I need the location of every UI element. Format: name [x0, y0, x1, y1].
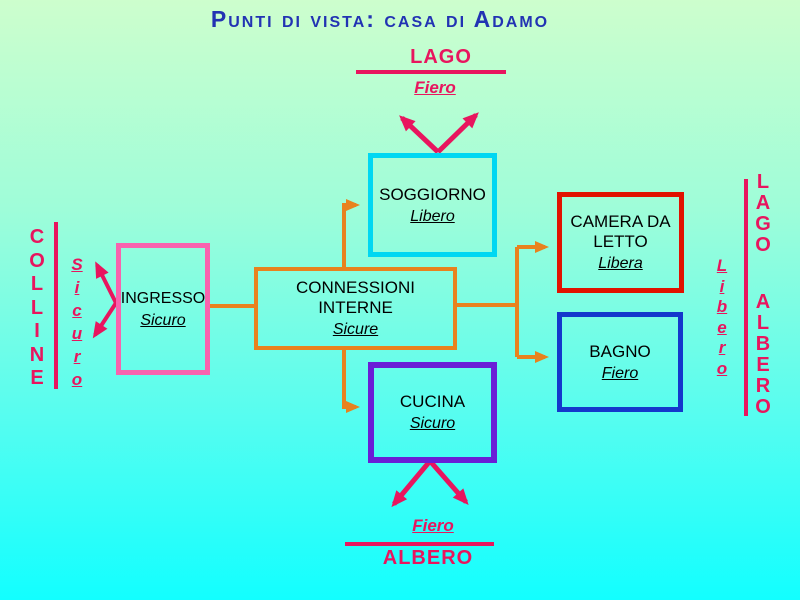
node-cucina-label: CUCINA — [399, 392, 466, 411]
node-ingresso-label: INGRESSO — [120, 289, 206, 307]
node-bagno: BAGNO Fiero — [557, 312, 683, 412]
node-cucina: CUCINA Sicuro — [368, 362, 497, 463]
arrow-soggiorno-to-lago-right — [436, 112, 479, 154]
arrow-cucina-to-albero-right — [428, 459, 469, 506]
node-bagno-label: BAGNO — [589, 341, 651, 361]
node-cucina-status: Sicuro — [409, 415, 456, 432]
lago-top-label: LAGO — [410, 46, 472, 68]
node-soggiorno-status: Libero — [410, 207, 455, 225]
connector-connessioni-soggiorno — [342, 199, 360, 267]
node-camera-da-letto-label: CAMERA DA LETTO — [570, 212, 671, 251]
albero-bottom-feeling: Fiero — [412, 516, 454, 535]
arrow-soggiorno-to-lago-left — [399, 115, 440, 154]
arrow-cucina-to-albero-left — [391, 459, 432, 508]
node-ingresso-status: Sicuro — [140, 311, 186, 329]
node-bagno-status: Fiero — [601, 364, 639, 382]
node-ingresso: INGRESSO Sicuro — [116, 243, 210, 375]
slide-title: Punti di vista: casa di Adamo — [210, 6, 550, 32]
arrow-ingresso-to-colline-down — [92, 301, 118, 339]
node-soggiorno-label: SOGGIORNO — [379, 184, 486, 204]
node-connessioni-interne-label: CONNESSIONI INTERNE — [295, 278, 416, 317]
node-camera-da-letto-status: Libera — [598, 255, 643, 272]
node-connessioni-interne-status: Sicure — [332, 321, 379, 338]
albero-bottom-label: ALBERO — [382, 547, 474, 569]
lago-top-feeling: Fiero — [414, 78, 456, 97]
arrow-ingresso-to-colline-up — [95, 261, 118, 304]
node-camera-da-letto: CAMERA DA LETTO Libera — [557, 192, 684, 293]
node-soggiorno: SOGGIORNO Libero — [368, 153, 497, 257]
node-connessioni-interne: CONNESSIONI INTERNE Sicure — [254, 267, 457, 350]
connector-connessioni-cucina — [342, 349, 360, 413]
